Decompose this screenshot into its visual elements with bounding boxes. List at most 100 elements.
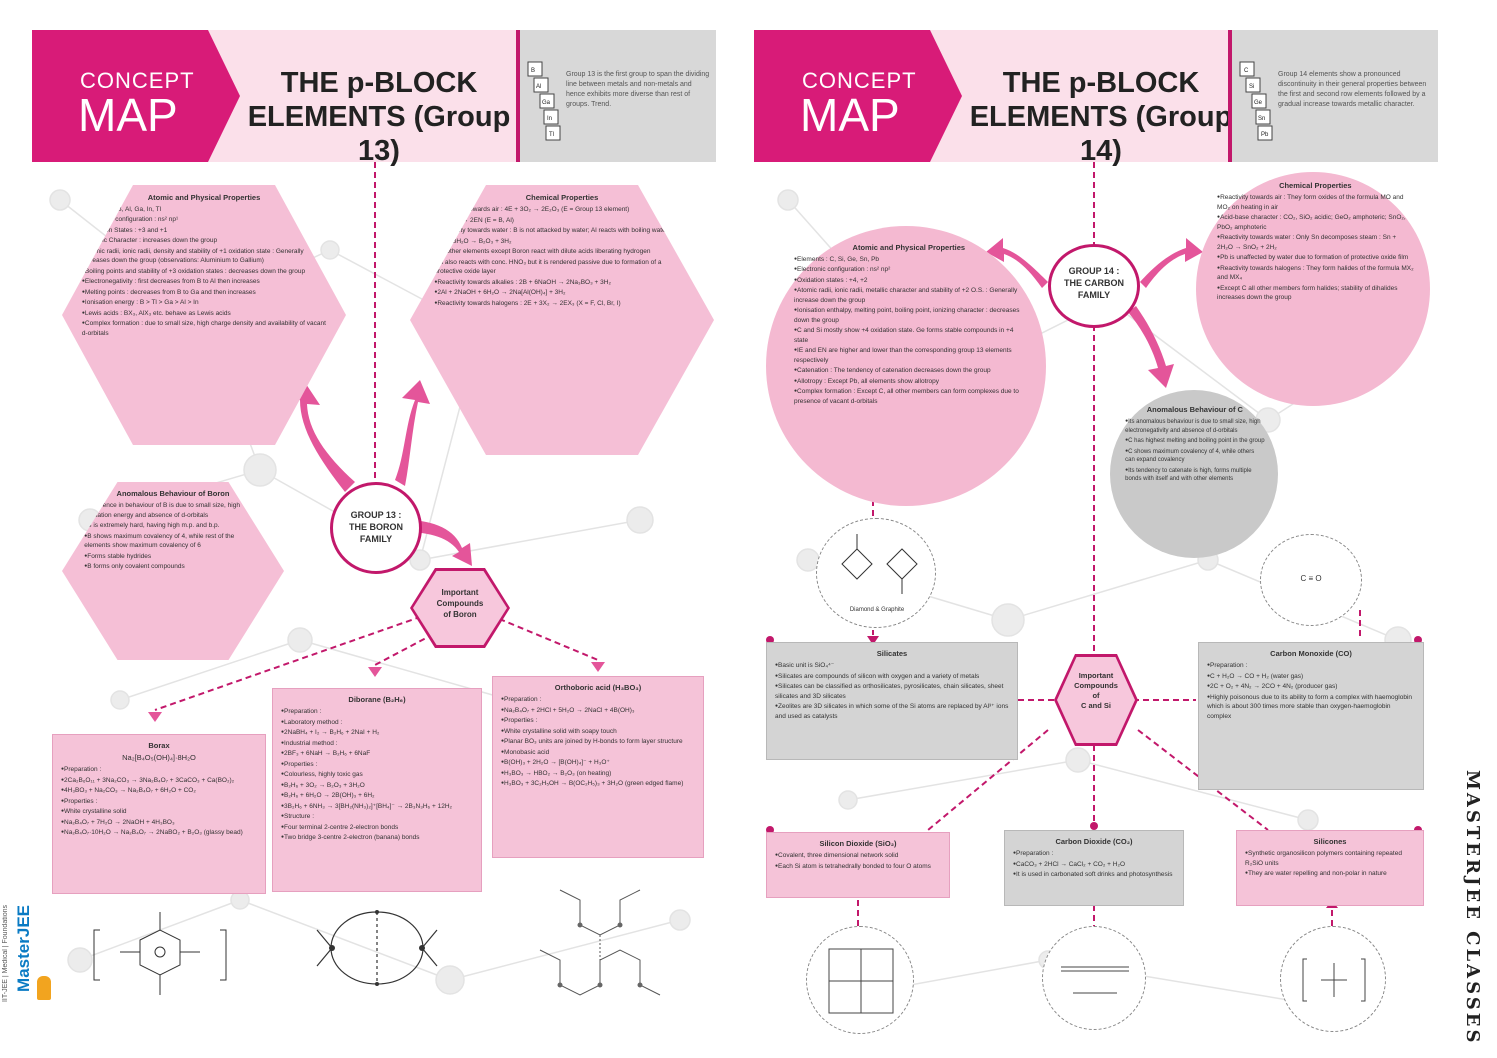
compounds-line-2: Compounds bbox=[436, 599, 484, 608]
center-line-1: GROUP 13 : bbox=[350, 510, 402, 520]
list-item: Boiling points and stability of +3 oxida… bbox=[82, 267, 326, 277]
list-item: H₃BO₃ + 3C₂H₅OH → B(OC₂H₅)₃ + 3H₂O (gree… bbox=[501, 779, 695, 789]
map-label: MAP bbox=[800, 89, 900, 141]
list-item: B is extremely hard, having high m.p. an… bbox=[84, 521, 262, 531]
atomic-properties-list: Elements : B, Al, Ga, In, Tl Electronic … bbox=[82, 205, 326, 339]
list-item: Electronegativity : first decreases from… bbox=[82, 277, 326, 287]
list-item: Preparation : bbox=[1207, 661, 1415, 671]
list-item: Two bridge 3-centre 2-electron (banana) … bbox=[281, 833, 473, 843]
concept-map-tag bbox=[32, 30, 208, 162]
diborane-box: Diborane (B₂H₆) Preparation : Laboratory… bbox=[272, 688, 482, 892]
list-item: B₂H₆ + 6H₂O → 2B(OH)₃ + 6H₂ bbox=[281, 791, 473, 801]
mini-cell-2: Al bbox=[536, 84, 541, 90]
silicates-box: Silicates Basic unit is SiO₄⁴⁻ Silicates… bbox=[766, 642, 1018, 760]
anomalous-carbon-list: Its anomalous behaviour is due to small … bbox=[1125, 417, 1264, 484]
side-note-text: Group 13 is the first group to span the … bbox=[566, 71, 710, 108]
group14-center-circle: GROUP 14 : THE CARBON FAMILY bbox=[1048, 244, 1140, 328]
list-item: Metallic Character : increases down the … bbox=[82, 236, 326, 246]
list-item: Electronic configuration : ns² np¹ bbox=[82, 215, 326, 225]
list-item: Electronic configuration : ns² np² bbox=[794, 265, 1024, 275]
mini-cell-1: C bbox=[1244, 68, 1249, 74]
anomalous-carbon-title: Anomalous Behaviour of C bbox=[1146, 405, 1243, 415]
mini-cell-4: In bbox=[547, 116, 552, 122]
list-item: Ionisation energy : B > Tl > Ga > Al > I… bbox=[82, 298, 326, 308]
compounds-line-2: Compounds bbox=[1074, 681, 1118, 690]
list-item: C has highest melting and boiling point … bbox=[1125, 436, 1264, 446]
list-item: Melting points : decreases from B to Ga … bbox=[82, 288, 326, 298]
compounds-line-1: Important bbox=[441, 588, 479, 597]
list-item: White crystalline solid with soapy touch bbox=[501, 727, 695, 737]
page-title: THE p-BLOCK ELEMENTS (Group 14) bbox=[969, 67, 1233, 167]
list-item: Preparation : bbox=[281, 707, 473, 717]
borax-formula: Na₂[B₄O₅(OH)₄]·8H₂O bbox=[122, 753, 196, 762]
masterjee-tagline: IIT-JEE | Medical | Foundations bbox=[2, 905, 9, 1003]
chemical-properties-circle: Chemical Properties Reactivity towards a… bbox=[1196, 172, 1430, 406]
list-item: Oxidation states : +4, +2 bbox=[794, 276, 1024, 286]
map-label: MAP bbox=[78, 89, 178, 141]
list-item: White crystalline solid bbox=[61, 807, 257, 817]
silicone-structure bbox=[1280, 926, 1386, 1032]
list-item: Elements : C, Si, Ge, Sn, Pb bbox=[794, 255, 1024, 265]
list-item: B shows maximum covalency of 4, while re… bbox=[84, 532, 262, 551]
list-item: 4H₃BO₃ + Na₂CO₃ → Na₂B₄O₇ + 6H₂O + CO₂ bbox=[61, 786, 257, 796]
header-banner: CONCEPT MAP THE p-BLOCK ELEMENTS (Group … bbox=[32, 30, 716, 167]
list-item: Acid-base character : CO₂, SiO₂ acidic; … bbox=[1217, 213, 1414, 232]
left-page: CONCEPT MAP THE p-BLOCK ELEMENTS (Group … bbox=[0, 0, 740, 1058]
diborane-structure-diagram bbox=[316, 910, 438, 986]
chemical-properties-list: Reactivity towards air : 4E + 3O₂ → 2E₂O… bbox=[434, 205, 689, 308]
list-item: Forms stable hydrides bbox=[84, 552, 262, 562]
atomic-physical-properties-circle: Atomic and Physical Properties Elements … bbox=[766, 226, 1046, 506]
list-item: Reactivity towards air : 4E + 3O₂ → 2E₂O… bbox=[434, 205, 689, 215]
silicone-diagram bbox=[1302, 958, 1366, 1002]
list-item: Preparation : bbox=[1013, 849, 1175, 859]
co-structure-text: C ≡ O bbox=[1300, 574, 1322, 583]
list-item: Silicates can be classified as orthosili… bbox=[775, 682, 1009, 701]
chemical-properties-title: Chemical Properties bbox=[1279, 181, 1352, 191]
carbon-dioxide-title: Carbon Dioxide (CO₂) bbox=[1055, 837, 1133, 846]
boric-acid-layer-diagram bbox=[539, 889, 661, 996]
list-item: Reactivity towards alkalies : 2B + 6NaOH… bbox=[434, 278, 689, 288]
carbon-dioxide-box: Carbon Dioxide (CO₂) Preparation : CaCO₃… bbox=[1004, 830, 1184, 906]
list-item: Complex formation : Except C, all other … bbox=[794, 387, 1024, 406]
anomalous-boron-title: Anomalous Behaviour of Boron bbox=[116, 489, 230, 499]
carbon-monoxide-title: Carbon Monoxide (CO) bbox=[1270, 649, 1352, 658]
concept-map-tag bbox=[754, 30, 930, 162]
center-line-3: FAMILY bbox=[1077, 290, 1111, 300]
concept-map-arrow bbox=[208, 30, 240, 162]
list-item: Monobasic acid bbox=[501, 748, 695, 758]
list-item: Silicates are compounds of silicon with … bbox=[775, 672, 1009, 682]
list-item: C + H₂O → CO + H₂ (water gas) bbox=[1207, 672, 1415, 682]
list-item: They are water repelling and non-polar i… bbox=[1245, 869, 1415, 879]
orthoboric-acid-list: Preparation : Na₂B₄O₇ + 2HCl + 5H₂O → 2N… bbox=[501, 695, 695, 789]
list-item: Properties : bbox=[501, 716, 695, 726]
header-side-note: C Si Ge Sn Pb Group 14 elements show a p… bbox=[1228, 30, 1438, 162]
list-item: 3B₂H₆ + 6NH₃ → 3[BH₂(NH₃)₂]⁺[BH₄]⁻ → 2B₃… bbox=[281, 802, 473, 812]
mini-cell-5: Tl bbox=[549, 132, 554, 138]
compounds-line-1: Important bbox=[1078, 671, 1114, 680]
allotrope-diagram: Diamond & Graphite bbox=[841, 534, 918, 613]
mini-cell-3: Ga bbox=[542, 100, 551, 106]
list-item: Industrial method : bbox=[281, 739, 473, 749]
carbon-dioxide-list: Preparation : CaCO₃ + 2HCl → CaCl₂ + CO₂… bbox=[1013, 849, 1175, 880]
atomic-properties-title: Atomic and Physical Properties bbox=[852, 242, 966, 252]
masterjee-logo-text: MasterJEE bbox=[14, 905, 33, 992]
carbon-monoxide-box: Carbon Monoxide (CO) Preparation : C + H… bbox=[1198, 642, 1424, 790]
list-item: CaCO₃ + 2HCl → CaCl₂ + CO₂ + H₂O bbox=[1013, 860, 1175, 870]
atomic-properties-title: Atomic and Physical Properties bbox=[147, 192, 261, 202]
silicon-dioxide-title: Silicon Dioxide (SiO₂) bbox=[819, 839, 897, 848]
compounds-line-3: of Boron bbox=[443, 610, 477, 619]
atomic-physical-properties-hexagon: Atomic and Physical Properties Elements … bbox=[62, 185, 346, 445]
allotrope-caption: Diamond & Graphite bbox=[850, 607, 905, 613]
center-line-2: THE BORON bbox=[349, 522, 403, 532]
list-item: Reactivity towards halogens : 2E + 3X₂ →… bbox=[434, 299, 689, 309]
diborane-title: Diborane (B₂H₆) bbox=[348, 695, 406, 704]
co2-diagram bbox=[1061, 966, 1129, 994]
center-line-1: GROUP 14 : bbox=[1068, 266, 1120, 276]
list-item: Na₂B₄O₇ + 7H₂O → 2NaOH + 4H₃BO₃ bbox=[61, 818, 257, 828]
chemical-properties-title: Chemical Properties bbox=[525, 193, 599, 203]
list-item: Na₂B₄O₇·10H₂O → Na₂B₄O₇ → 2NaBO₂ + B₂O₃ … bbox=[61, 828, 257, 838]
borax-box: Borax Na₂[B₄O₅(OH)₄]·8H₂O Preparation : … bbox=[52, 734, 266, 894]
orthoboric-acid-title: Orthoboric acid (H₃BO₃) bbox=[554, 683, 642, 692]
list-item: Properties : bbox=[61, 797, 257, 807]
masterjee-logo-icon bbox=[37, 976, 51, 1000]
